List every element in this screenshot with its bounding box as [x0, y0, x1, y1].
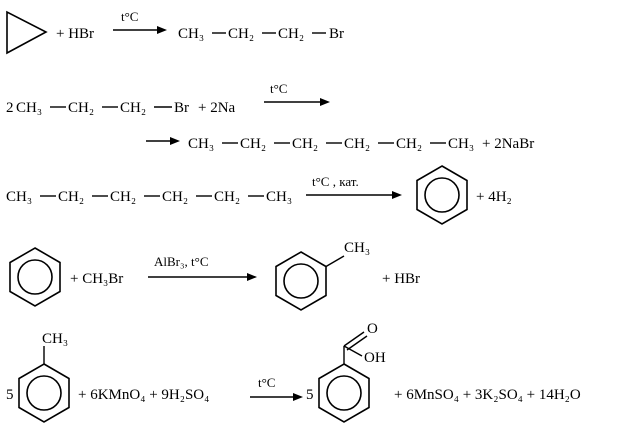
r4-byproduct: + HBr	[382, 271, 420, 287]
r1-product-chain: CH₃ CH₂ CH₂ Br	[178, 26, 344, 42]
r2-condition: t°C	[270, 81, 287, 96]
reaction-4: + CH₃Br AlBr₃, t°C CH₃ + HBr	[9, 240, 420, 311]
r2-product-atom: CH₃	[448, 136, 474, 152]
benzene-ring-reactant	[9, 247, 61, 307]
r5-methyl-label: CH₃	[42, 331, 68, 347]
r2-byproduct: + 2NaBr	[482, 136, 534, 152]
r5-arrow	[250, 393, 303, 401]
r5-reagents: + 6KMnO₄ + 9H₂SO₄	[78, 387, 209, 403]
r2-reactant-chain: CH₃ CH₂ CH₂ Br	[16, 100, 189, 116]
carbonyl-oxygen-label: O	[367, 321, 378, 337]
reaction-1: + HBr t°C CH₃ CH₂ CH₂ Br	[6, 9, 344, 55]
r3-reactant-atom: CH₂	[162, 189, 188, 205]
benzene-ring-product	[416, 165, 468, 225]
r2-reactant-atom: Br	[174, 100, 189, 116]
r2-product-atom: CH₃	[188, 136, 214, 152]
r3-reactant-atom: CH₃	[266, 189, 292, 205]
r3-reactant-atom: CH₂	[214, 189, 240, 205]
r3-arrow	[306, 191, 402, 199]
r1-product-atom: CH₂	[278, 26, 304, 42]
r1-reagent: + HBr	[56, 26, 94, 42]
r3-reactant-chain: CH₃ CH₂ CH₂ CH₂ CH₂ CH₃	[6, 189, 292, 205]
cyclopropane-structure	[6, 10, 48, 55]
r2-arrow-top	[264, 98, 330, 106]
toluene-structure: CH₃	[275, 240, 370, 311]
reaction-3: CH₃ CH₂ CH₂ CH₂ CH₂ CH₃ t°C , кат. + 4H₂	[6, 165, 512, 225]
toluene-structure-2: CH₃	[18, 331, 70, 423]
r1-product-atom: CH₃	[178, 26, 204, 42]
r4-arrow	[148, 273, 257, 281]
r3-reactant-atom: CH₃	[6, 189, 32, 205]
r5-product-coefficient: 5	[306, 387, 314, 403]
r3-condition: t°C , кат.	[312, 174, 359, 189]
r5-byproducts: + 6MnSO₄ + 3K₂SO₄ + 14H₂O	[394, 387, 581, 403]
r4-methyl-label: CH₃	[344, 240, 370, 256]
r5-condition: t°C	[258, 375, 275, 390]
r4-reagent: + CH₃Br	[70, 271, 123, 287]
r1-arrow	[113, 26, 167, 34]
r1-product-atom: CH₂	[228, 26, 254, 42]
r2-product-atom: CH₂	[292, 136, 318, 152]
r3-byproduct: + 4H₂	[476, 189, 512, 205]
r2-reagent: + 2Na	[198, 100, 236, 116]
benzoic-acid-structure: O OH	[318, 321, 386, 423]
r2-reactant-atom: CH₂	[68, 100, 94, 116]
r3-reactant-atom: CH₂	[110, 189, 136, 205]
r1-condition: t°C	[121, 9, 138, 24]
r2-reactant-atom: CH₂	[120, 100, 146, 116]
hydroxyl-label: OH	[364, 350, 386, 366]
r2-product-chain: CH₃ CH₂ CH₂ CH₂ CH₂ CH₃	[188, 136, 474, 152]
r2-product-atom: CH₂	[240, 136, 266, 152]
r1-product-atom: Br	[329, 26, 344, 42]
r2-arrow-bottom	[146, 137, 180, 145]
r2-coefficient: 2	[6, 100, 14, 116]
reaction-2: 2 CH₃ CH₂ CH₂ Br + 2Na t°C CH₃ CH₂ CH₂	[6, 81, 534, 152]
r2-reactant-atom: CH₃	[16, 100, 42, 116]
r2-product-atom: CH₂	[396, 136, 422, 152]
r4-condition: AlBr₃, t°C	[154, 254, 209, 269]
r2-product-atom: CH₂	[344, 136, 370, 152]
r3-reactant-atom: CH₂	[58, 189, 84, 205]
r5-coefficient: 5	[6, 387, 14, 403]
reaction-5: 5 CH₃ + 6KMnO₄ + 9H₂SO₄ t°C 5 O OH + 6Mn…	[6, 321, 581, 423]
